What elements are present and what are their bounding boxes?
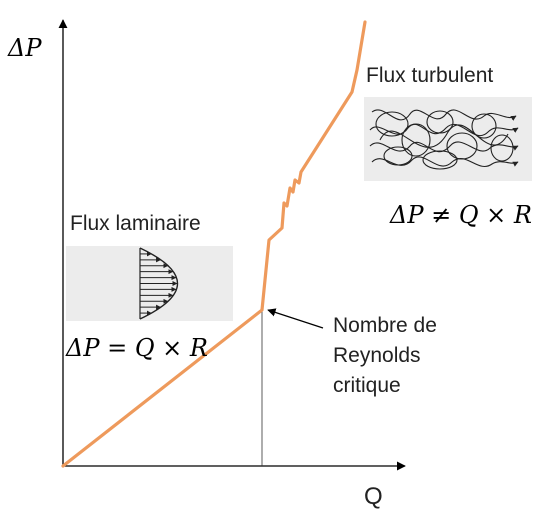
laminar-title: Flux laminaire xyxy=(70,212,201,235)
eddy-loop-6 xyxy=(383,146,413,166)
eddy-loop-4 xyxy=(446,132,478,160)
critical-label-line-1: Nombre de xyxy=(333,314,437,337)
turbulent-title: Flux turbulent xyxy=(366,64,493,87)
pressure-flow-curve xyxy=(61,20,367,468)
eddy-loop-5 xyxy=(471,113,497,139)
eddy-loop-7 xyxy=(422,150,458,170)
laminar-velocity-profile xyxy=(139,247,179,320)
eddy-loop-8 xyxy=(490,134,514,162)
critical-label-line-2: Reynolds xyxy=(333,344,421,367)
y-axis-label: ΔP xyxy=(7,34,42,62)
eddy-loop-1 xyxy=(375,111,409,137)
eddy-stream-2 xyxy=(369,123,519,137)
turbulent-equation: ΔP ≠ Q × R xyxy=(389,201,532,229)
critical-label-line-3: critique xyxy=(333,374,401,397)
critical-point-arrow xyxy=(267,308,324,329)
turbulent-eddies xyxy=(369,109,519,170)
laminar-equation: ΔP = Q × R xyxy=(65,334,208,362)
x-axis-label: Q xyxy=(364,483,383,510)
laminar-velocity-arrows xyxy=(140,251,178,316)
eddy-loop-3 xyxy=(426,110,454,134)
eddy-loop-2 xyxy=(401,123,431,157)
turbulent-flow-illustration xyxy=(364,97,532,181)
eddy-stream-1 xyxy=(371,109,517,121)
eddy-scribble xyxy=(379,124,509,148)
laminar-flow-illustration xyxy=(66,246,233,321)
